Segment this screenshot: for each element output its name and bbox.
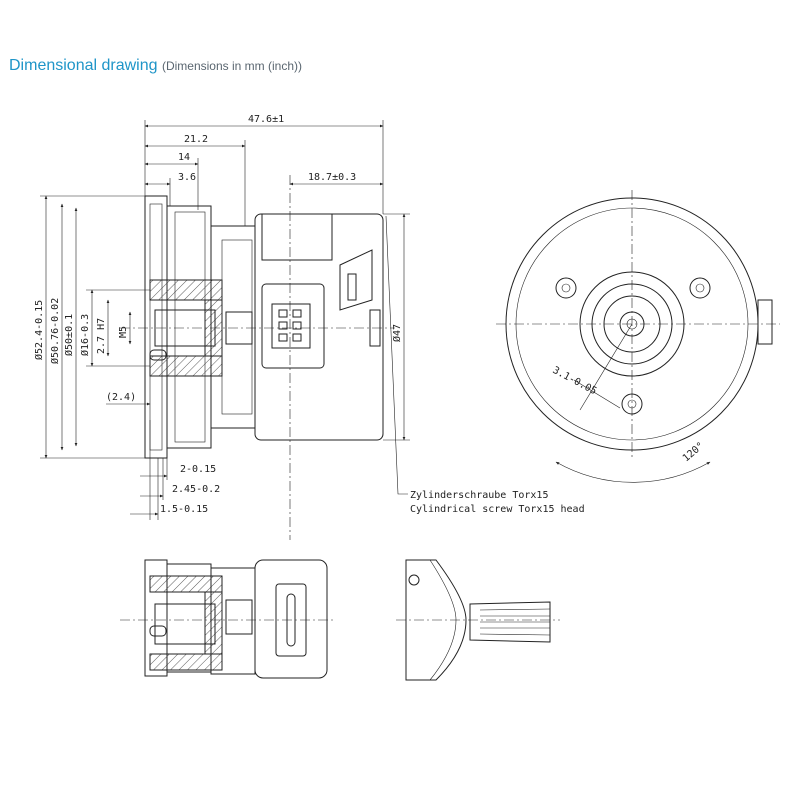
dim-14: 14 bbox=[178, 152, 190, 163]
dim-2: 2-0.15 bbox=[180, 464, 216, 475]
drawing-title-main: Dimensional drawing bbox=[9, 57, 158, 74]
dim-angle-120: 120° bbox=[681, 440, 707, 464]
dim-dia-50-76: Ø50.76-0.02 bbox=[49, 298, 61, 364]
dim-dia-16: Ø16-0.3 bbox=[79, 314, 91, 356]
dim-overall-length: 47.6±1 bbox=[248, 114, 284, 125]
drawing-title-sub: (Dimensions in mm (inch)) bbox=[161, 59, 302, 73]
front-view: 3.1-0.05 120° bbox=[496, 190, 780, 483]
dim-thread: M5 bbox=[118, 326, 129, 338]
screw-note-en: Cylindrical screw Torx15 head bbox=[410, 504, 585, 515]
dim-18-7: 18.7±0.3 bbox=[308, 172, 356, 183]
side-view: 47.6±1 21.2 14 3.6 18.7±0.3 Ø52.4-0.15 Ø… bbox=[33, 114, 585, 540]
dim-dia-47: Ø47 bbox=[391, 324, 403, 342]
dim-1-5: 1.5-0.15 bbox=[160, 504, 208, 515]
dim-radius-3-1: 3.1-0.05 bbox=[551, 365, 599, 397]
dim-dia-52-4: Ø52.4-0.15 bbox=[33, 300, 45, 360]
dim-h7: 2.7 H7 bbox=[96, 318, 107, 354]
drawing-title: Dimensional drawing (Dimensions in mm (i… bbox=[9, 57, 302, 75]
dim-2-45: 2.45-0.2 bbox=[172, 484, 220, 495]
bottom-section-view bbox=[120, 559, 335, 679]
bottom-side-view bbox=[396, 559, 560, 681]
dim-3-6: 3.6 bbox=[178, 172, 196, 183]
dim-offset-2-4: (2.4) bbox=[106, 392, 136, 403]
screw-note-de: Zylinderschraube Torx15 bbox=[410, 490, 548, 501]
dim-dia-50: Ø50±0.1 bbox=[63, 314, 75, 356]
dim-21-2: 21.2 bbox=[184, 134, 208, 145]
